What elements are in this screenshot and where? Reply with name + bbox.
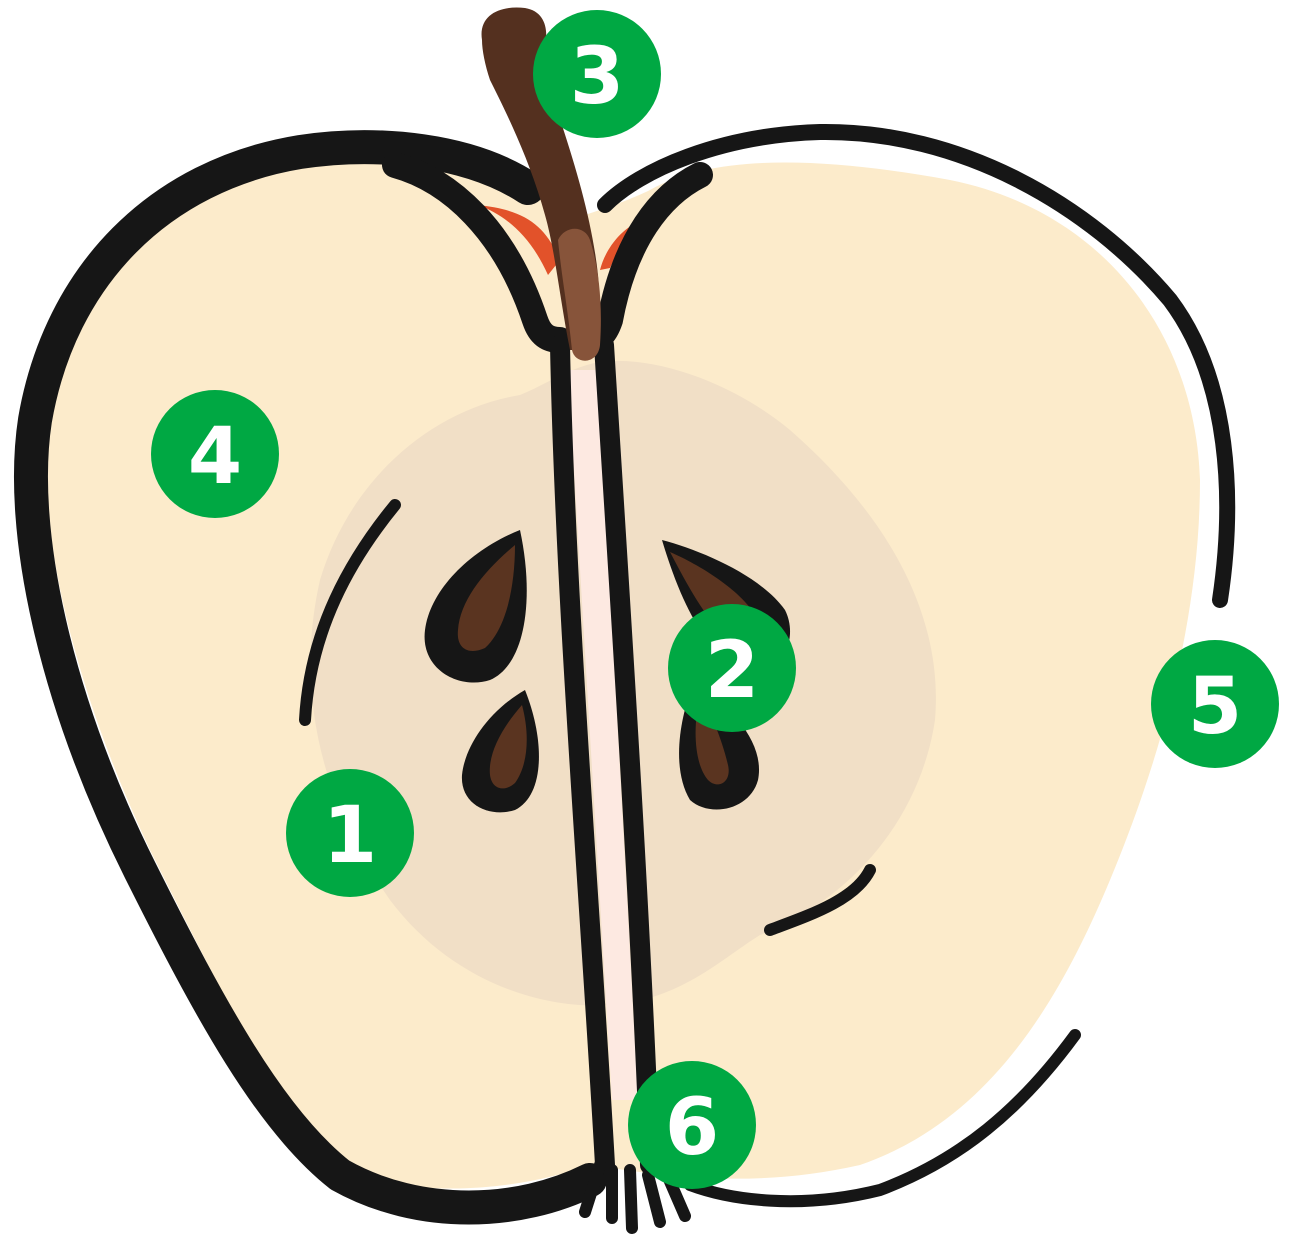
label-badge-6: 6	[628, 1061, 756, 1189]
label-number-5: 5	[1188, 662, 1242, 752]
label-number-6: 6	[665, 1083, 719, 1173]
label-number-4: 4	[188, 412, 242, 502]
label-badge-1: 1	[286, 769, 414, 897]
label-number-1: 1	[323, 791, 377, 881]
label-badge-2: 2	[668, 604, 796, 732]
label-badge-5: 5	[1151, 640, 1279, 768]
label-number-3: 3	[570, 32, 624, 122]
label-number-2: 2	[705, 626, 759, 716]
label-badge-4: 4	[151, 390, 279, 518]
label-badge-3: 3	[533, 10, 661, 138]
